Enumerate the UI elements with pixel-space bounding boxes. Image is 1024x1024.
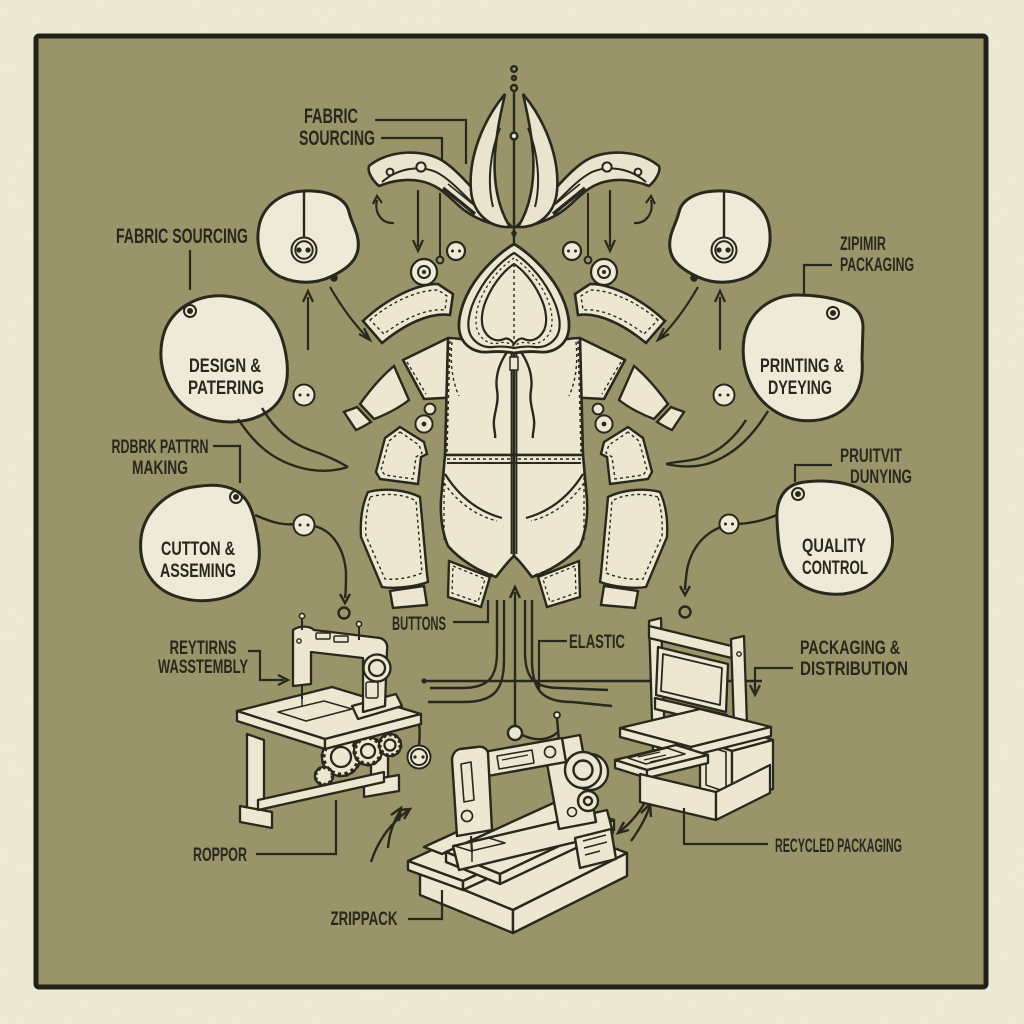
svg-text:DYEYING: DYEYING	[768, 378, 832, 399]
svg-text:ZIPIMIR: ZIPIMIR	[840, 234, 886, 255]
svg-text:DESIGN &: DESIGN &	[189, 356, 261, 377]
svg-text:PATERING: PATERING	[188, 378, 264, 399]
svg-text:PACKAGING &: PACKAGING &	[800, 638, 900, 659]
svg-text:WASSTEMBLY: WASSTEMBLY	[158, 657, 248, 678]
svg-text:FABRIC SOURCING: FABRIC SOURCING	[116, 225, 248, 248]
svg-text:PRUITVIT: PRUITVIT	[840, 446, 902, 467]
svg-text:ASSEMING: ASSEMING	[160, 561, 236, 582]
svg-text:ROPPOR: ROPPOR	[193, 845, 247, 866]
svg-text:ELASTIC: ELASTIC	[569, 632, 625, 653]
svg-text:FABRIC: FABRIC	[304, 105, 358, 128]
svg-text:RECYCLED PACKAGING: RECYCLED PACKAGING	[775, 836, 902, 857]
svg-text:REYTIRNS: REYTIRNS	[170, 638, 237, 659]
svg-text:ZRIPPACK: ZRIPPACK	[331, 909, 398, 930]
svg-text:SOURCING: SOURCING	[299, 127, 375, 150]
svg-text:CONTROL: CONTROL	[802, 558, 868, 579]
svg-text:CUTTON &: CUTTON &	[161, 539, 235, 560]
svg-text:QUALITY: QUALITY	[802, 536, 866, 557]
svg-text:RDBRK PATTRN: RDBRK PATTRN	[112, 437, 209, 458]
svg-text:MAKING: MAKING	[132, 458, 188, 479]
svg-text:DISTRIBUTION: DISTRIBUTION	[800, 659, 908, 680]
svg-text:PRINTING &: PRINTING &	[760, 356, 844, 377]
svg-text:BUTTONS: BUTTONS	[392, 614, 446, 635]
svg-text:PACKAGING: PACKAGING	[840, 255, 914, 276]
svg-text:DUNYING: DUNYING	[850, 467, 912, 488]
